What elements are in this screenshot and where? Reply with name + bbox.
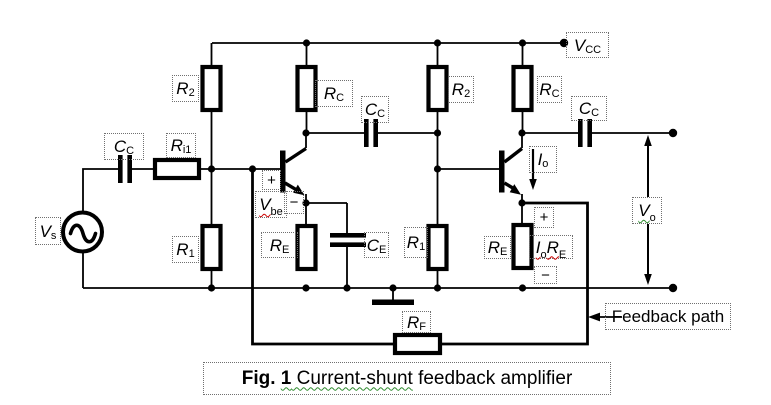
label-q2-minus: −	[534, 266, 557, 284]
label-q1-minus: −	[284, 191, 304, 214]
resistor-r2-stage1	[200, 64, 223, 113]
resistor-ri1	[152, 157, 202, 181]
label-q2-plus: +	[534, 207, 554, 228]
label-feedback-path: Feedback path	[605, 303, 731, 330]
ground-symbol	[372, 299, 414, 305]
feedback-loop-wire	[251, 169, 589, 346]
capacitor-cc-output	[578, 119, 592, 147]
resistor-r1-stage1	[200, 223, 223, 272]
emitter-arrow-icon	[509, 184, 521, 195]
transistor-q1	[280, 147, 307, 196]
junction-dots	[207, 38, 678, 293]
output-terminal-bottom-dot	[668, 283, 678, 293]
resistor-re-stage2	[511, 222, 534, 271]
resistor-rf	[392, 332, 443, 356]
emitter-arrow-icon	[293, 184, 305, 196]
resistor-rc-stage1	[295, 64, 318, 113]
transistor-q2	[499, 147, 524, 195]
feedback-path-arrow	[588, 312, 622, 322]
resistor-re-stage1	[295, 223, 318, 272]
label-vo: Vo	[632, 197, 662, 224]
capacitor-ce-bypass	[330, 233, 366, 247]
vo-measure-arrow	[644, 135, 652, 285]
output-terminal-top-dot	[668, 128, 678, 138]
figure-caption: Fig. 1 Current-shunt feedback amplifier	[203, 362, 611, 395]
capacitor-cc-interstage	[364, 119, 378, 147]
resistor-rc-stage2	[511, 64, 534, 113]
label-q1-plus: +	[262, 170, 281, 190]
sine-wave-icon	[68, 223, 98, 244]
capacitor-cc-input	[118, 155, 132, 183]
ac-source-vs	[61, 210, 104, 254]
resistor-r1-stage2	[426, 223, 449, 272]
label-io-re: IoRE	[529, 235, 573, 260]
io-current-arrow	[529, 149, 537, 190]
label-vbe: Vbe	[255, 191, 287, 218]
resistor-r2-stage2	[426, 64, 449, 113]
circuit-wires	[82, 42, 673, 300]
